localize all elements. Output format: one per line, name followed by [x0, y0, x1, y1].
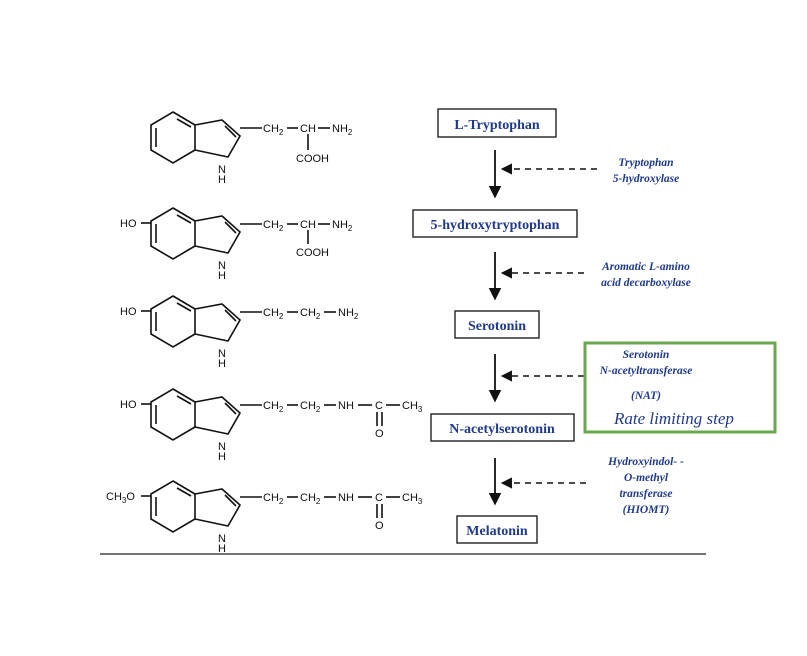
- benzene-ring: [150, 295, 196, 348]
- compound-label: L-Tryptophan: [454, 118, 540, 133]
- cooh-label: COOH: [296, 153, 329, 165]
- nh2-label: NH2: [338, 307, 359, 321]
- compound-label: 5-hydroxytryptophan: [431, 218, 560, 233]
- structure-5-hydroxytryptophan: HO N H CH2 CH NH2 COOH: [120, 207, 353, 282]
- structure-melatonin: CH3O N H CH2 CH2 NH C CH3 O: [106, 480, 423, 555]
- ring-hydrogen-label: H: [218, 358, 226, 370]
- svg-text:acid decarboxylase: acid decarboxylase: [601, 277, 691, 289]
- compound-label: N-acetylserotonin: [449, 422, 555, 437]
- ring-hydrogen-label: H: [218, 270, 226, 282]
- structure-l-tryptophan: N H CH2 CH NH2 COOH: [150, 111, 353, 186]
- structure-serotonin: HO N H CH2 CH2 NH2: [120, 295, 359, 370]
- benzene-ring: [150, 111, 196, 164]
- compound-box-n-acetylserotonin: N-acetylserotonin: [430, 413, 575, 442]
- benzene-ring: [150, 207, 196, 260]
- pyrrole-ring: [194, 119, 242, 158]
- ho-label: HO: [120, 399, 137, 411]
- ring-nitrogen-label: N: [218, 348, 226, 360]
- carbonyl-oxygen-label: O: [375, 520, 384, 532]
- nh2-label: NH2: [332, 219, 353, 233]
- rate-limiting-highlight-box: [583, 341, 777, 434]
- enzyme-label-aromatic-decarboxylase: Aromatic L-amino acid decarboxylase: [601, 261, 691, 289]
- compound-box-l-tryptophan: L-Tryptophan: [437, 108, 557, 138]
- nh-label: NH: [338, 400, 354, 412]
- enzyme-label-tryptophan-hydroxylase: Tryptophan 5-hydroxylase: [613, 157, 679, 185]
- svg-text:O-methyl: O-methyl: [624, 472, 669, 484]
- svg-text:(NAT): (NAT): [631, 390, 661, 402]
- compound-box-melatonin: Melatonin: [456, 515, 538, 544]
- ring-nitrogen-label: N: [218, 164, 226, 176]
- nh-label: NH: [338, 492, 354, 504]
- ch2-label: CH2: [263, 400, 284, 414]
- ring-nitrogen-label: N: [218, 441, 226, 453]
- ch2-label: CH2: [263, 307, 284, 321]
- enzyme-label-nat: Serotonin N-acetyltransferase (NAT): [599, 349, 693, 402]
- cooh-label: COOH: [296, 247, 329, 259]
- ch2-label-2: CH2: [300, 400, 321, 414]
- svg-text:Tryptophan: Tryptophan: [618, 157, 673, 169]
- svg-text:N-acetyltransferase: N-acetyltransferase: [599, 365, 693, 377]
- ch-label: CH: [300, 123, 316, 135]
- rate-limiting-step-label: Rate limiting step: [613, 409, 734, 428]
- compound-box-5-hydroxytryptophan: 5-hydroxytryptophan: [412, 209, 578, 238]
- nh2-label: NH2: [332, 123, 353, 137]
- enzyme-label-hiomt: Hydroxyindol- - O-methyl transferase (HI…: [607, 456, 684, 516]
- pyrrole-ring: [194, 396, 242, 435]
- svg-text:5-hydroxylase: 5-hydroxylase: [613, 173, 679, 185]
- carbonyl-carbon-label: C: [375, 492, 383, 504]
- ring-hydrogen-label: H: [218, 543, 226, 555]
- ho-label: HO: [120, 306, 137, 318]
- svg-text:(HIOMT): (HIOMT): [623, 504, 670, 516]
- ring-hydrogen-label: H: [218, 174, 226, 186]
- ch2-label-2: CH2: [300, 307, 321, 321]
- ho-label: HO: [120, 218, 137, 230]
- svg-text:Hydroxyindol- -: Hydroxyindol- -: [607, 456, 684, 468]
- pyrrole-ring: [194, 488, 242, 527]
- pyrrole-ring: [194, 215, 242, 254]
- carbonyl-oxygen-label: O: [375, 428, 384, 440]
- benzene-ring: [150, 480, 196, 533]
- compound-label: Serotonin: [468, 319, 526, 334]
- ch3-label: CH3: [402, 400, 423, 414]
- compound-label: Melatonin: [466, 524, 528, 539]
- svg-text:Aromatic L-amino: Aromatic L-amino: [601, 261, 690, 273]
- ring-hydrogen-label: H: [218, 451, 226, 463]
- carbonyl-carbon-label: C: [375, 400, 383, 412]
- ch2-label: CH2: [263, 492, 284, 506]
- benzene-ring: [150, 388, 196, 441]
- structure-n-acetylserotonin: HO N H CH2 CH2 NH C CH3 O: [120, 388, 423, 463]
- ch-label: CH: [300, 219, 316, 231]
- compound-box-serotonin: Serotonin: [454, 310, 540, 339]
- svg-text:Serotonin: Serotonin: [623, 349, 670, 361]
- pyrrole-ring: [194, 303, 242, 342]
- ch2-label-2: CH2: [300, 492, 321, 506]
- svg-text:transferase: transferase: [619, 488, 672, 500]
- ring-nitrogen-label: N: [218, 533, 226, 545]
- ch3-label: CH3: [402, 492, 423, 506]
- ring-nitrogen-label: N: [218, 260, 226, 272]
- ch2-label: CH2: [263, 219, 284, 233]
- ch3o-label: CH3O: [106, 491, 135, 505]
- ch2-label: CH2: [263, 123, 284, 137]
